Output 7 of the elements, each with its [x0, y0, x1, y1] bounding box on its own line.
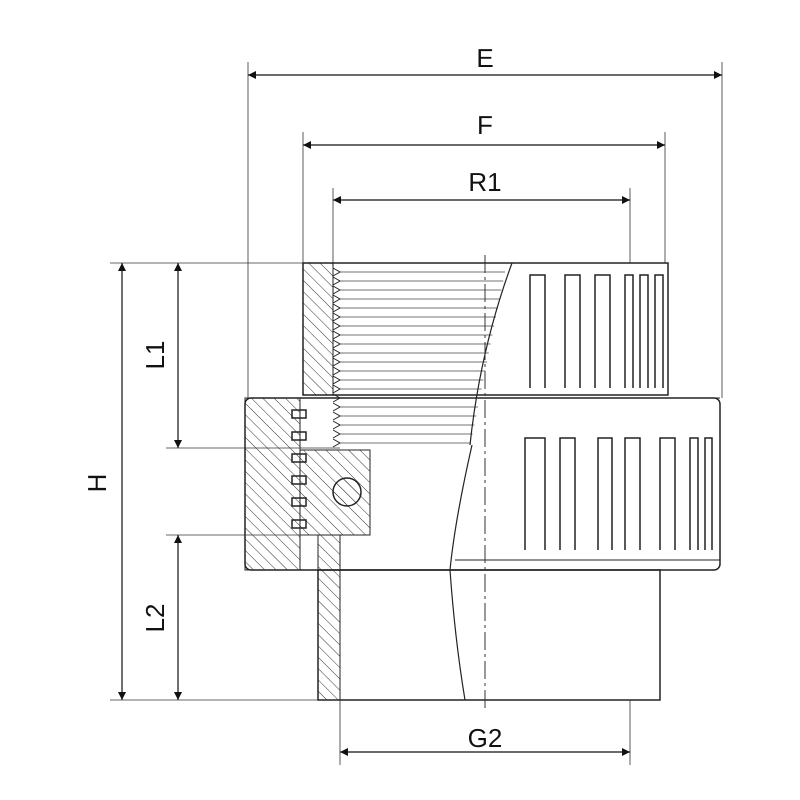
dimension-label: G2 — [468, 725, 502, 751]
dimension-label: E — [476, 45, 494, 71]
dimension-label: F — [477, 112, 493, 138]
dimension-label: L2 — [142, 604, 168, 632]
dimension-label: R1 — [468, 169, 502, 195]
dimension-label: L1 — [142, 340, 168, 370]
dimension-label: H — [84, 474, 110, 492]
